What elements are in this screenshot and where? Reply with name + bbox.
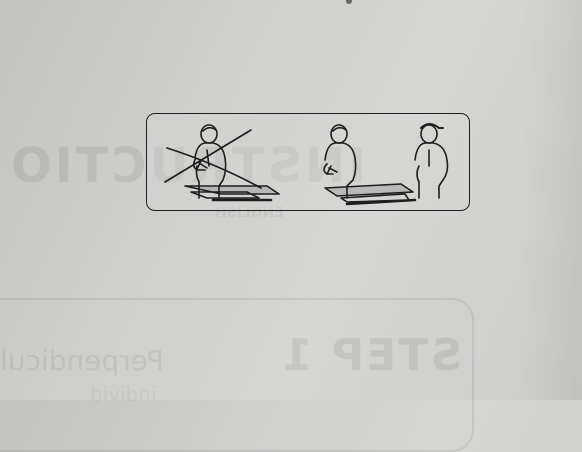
paper-top-mark xyxy=(346,0,352,4)
bleed-through-word-2: individ xyxy=(90,382,157,406)
bleed-through-step-label: STEP 1 xyxy=(280,330,462,381)
assembly-warning-panel xyxy=(146,113,470,211)
bleed-through-word: Perpendicul xyxy=(0,344,164,377)
two-people-assembly-icon xyxy=(323,123,449,206)
one-person-crossed-out-icon xyxy=(164,124,280,202)
page-shadow xyxy=(522,0,582,400)
assembly-pictogram xyxy=(164,123,449,206)
